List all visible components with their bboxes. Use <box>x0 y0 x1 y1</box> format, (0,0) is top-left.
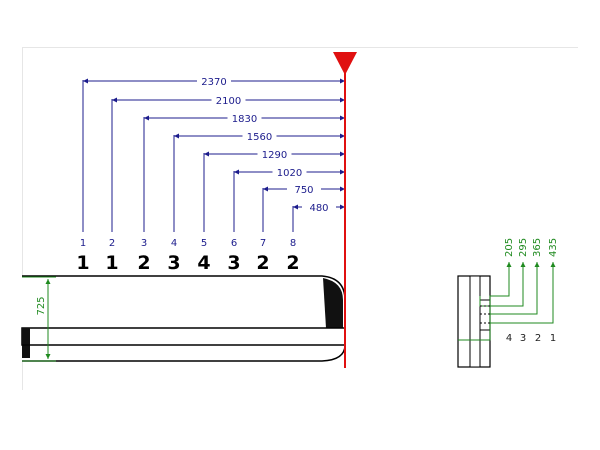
dimension-label: 750 <box>294 185 313 196</box>
depth-label-4: 435 <box>548 238 559 257</box>
cut-index-label: 1 <box>80 238 86 249</box>
dimension-label: 2100 <box>216 96 241 107</box>
dimension-label-background <box>272 165 307 177</box>
dimension-label-background <box>257 147 292 159</box>
canvas-border <box>22 47 578 390</box>
cut-index-label: 2 <box>109 238 115 249</box>
dimension-label: 1830 <box>232 114 257 125</box>
dimension-label-background <box>302 200 336 212</box>
profile-end-cap <box>323 278 343 328</box>
cut-index-label: 7 <box>260 238 266 249</box>
position-label-1: 4 <box>506 333 512 344</box>
cut-index-label: 5 <box>201 238 207 249</box>
cut-index-label: 3 <box>141 238 147 249</box>
depth-label-1: 205 <box>504 238 515 257</box>
height-label: 725 <box>36 296 47 315</box>
cut-quantity-label: 2 <box>286 252 299 274</box>
position-label-2: 3 <box>520 333 526 344</box>
profile-bottom-left-block <box>22 328 30 358</box>
cut-quantity-label: 1 <box>105 252 118 274</box>
dimension-label: 1560 <box>247 132 272 143</box>
dimension-label-background <box>211 93 246 105</box>
depth-label-2: 295 <box>518 238 529 257</box>
dimension-label: 1020 <box>277 168 302 179</box>
dimension-label-background <box>197 74 231 86</box>
dimension-label-background <box>287 182 321 194</box>
position-label-3: 2 <box>535 333 541 344</box>
dimension-label: 1290 <box>262 150 287 161</box>
cut-quantity-label: 1 <box>76 252 89 274</box>
detail-section-view: 205 295 365 435 4 3 2 1 <box>457 238 559 368</box>
profile-inner-strip <box>21 327 346 346</box>
cut-quantity-label: 3 <box>227 252 240 274</box>
cut-quantity-label: 3 <box>167 252 180 274</box>
depth-label-3: 365 <box>532 238 543 257</box>
beam-profile <box>21 275 346 362</box>
position-label-4: 1 <box>550 333 556 344</box>
dimension-label-background <box>227 111 262 123</box>
dimension-label: 2370 <box>201 77 226 88</box>
cut-index-label: 4 <box>171 238 177 249</box>
height-dimension: 725 <box>22 276 56 362</box>
cut-quantity-label: 4 <box>197 252 210 274</box>
cut-index-label: 8 <box>290 238 296 249</box>
dimension-lines: 2370112100211830321560431290541020637507… <box>76 74 345 274</box>
cut-quantity-label: 2 <box>256 252 269 274</box>
cut-quantity-label: 2 <box>137 252 150 274</box>
red-triangle-marker-icon[interactable] <box>333 52 357 75</box>
dimension-label: 480 <box>309 203 328 214</box>
cut-index-label: 6 <box>231 238 237 249</box>
dimension-label-background <box>242 129 277 141</box>
